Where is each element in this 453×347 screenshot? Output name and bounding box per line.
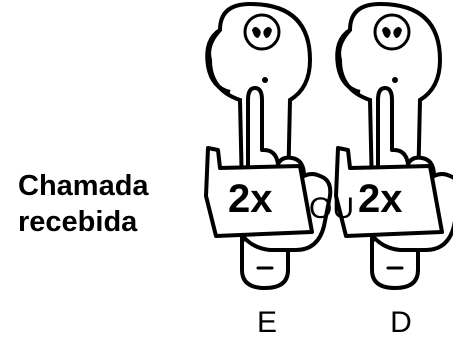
separator-text: OU [309, 192, 354, 225]
left-logo-icon [252, 27, 272, 38]
left-tap-count: 2x [228, 177, 273, 221]
instruction-line-2: recebida [18, 206, 138, 238]
left-side-label: E [256, 306, 277, 339]
right-finger-icon: 2x [334, 86, 453, 252]
left-finger-icon: 2x [204, 86, 333, 252]
right-earbud-icon [335, 2, 442, 290]
instruction-line-1: Chamada [18, 170, 149, 202]
instruction-label: Chamada recebida [18, 168, 178, 240]
right-side-label: D [390, 306, 412, 339]
right-logo-icon [382, 27, 402, 38]
left-earbud-icon [205, 2, 312, 290]
right-tap-count: 2x [358, 177, 403, 221]
